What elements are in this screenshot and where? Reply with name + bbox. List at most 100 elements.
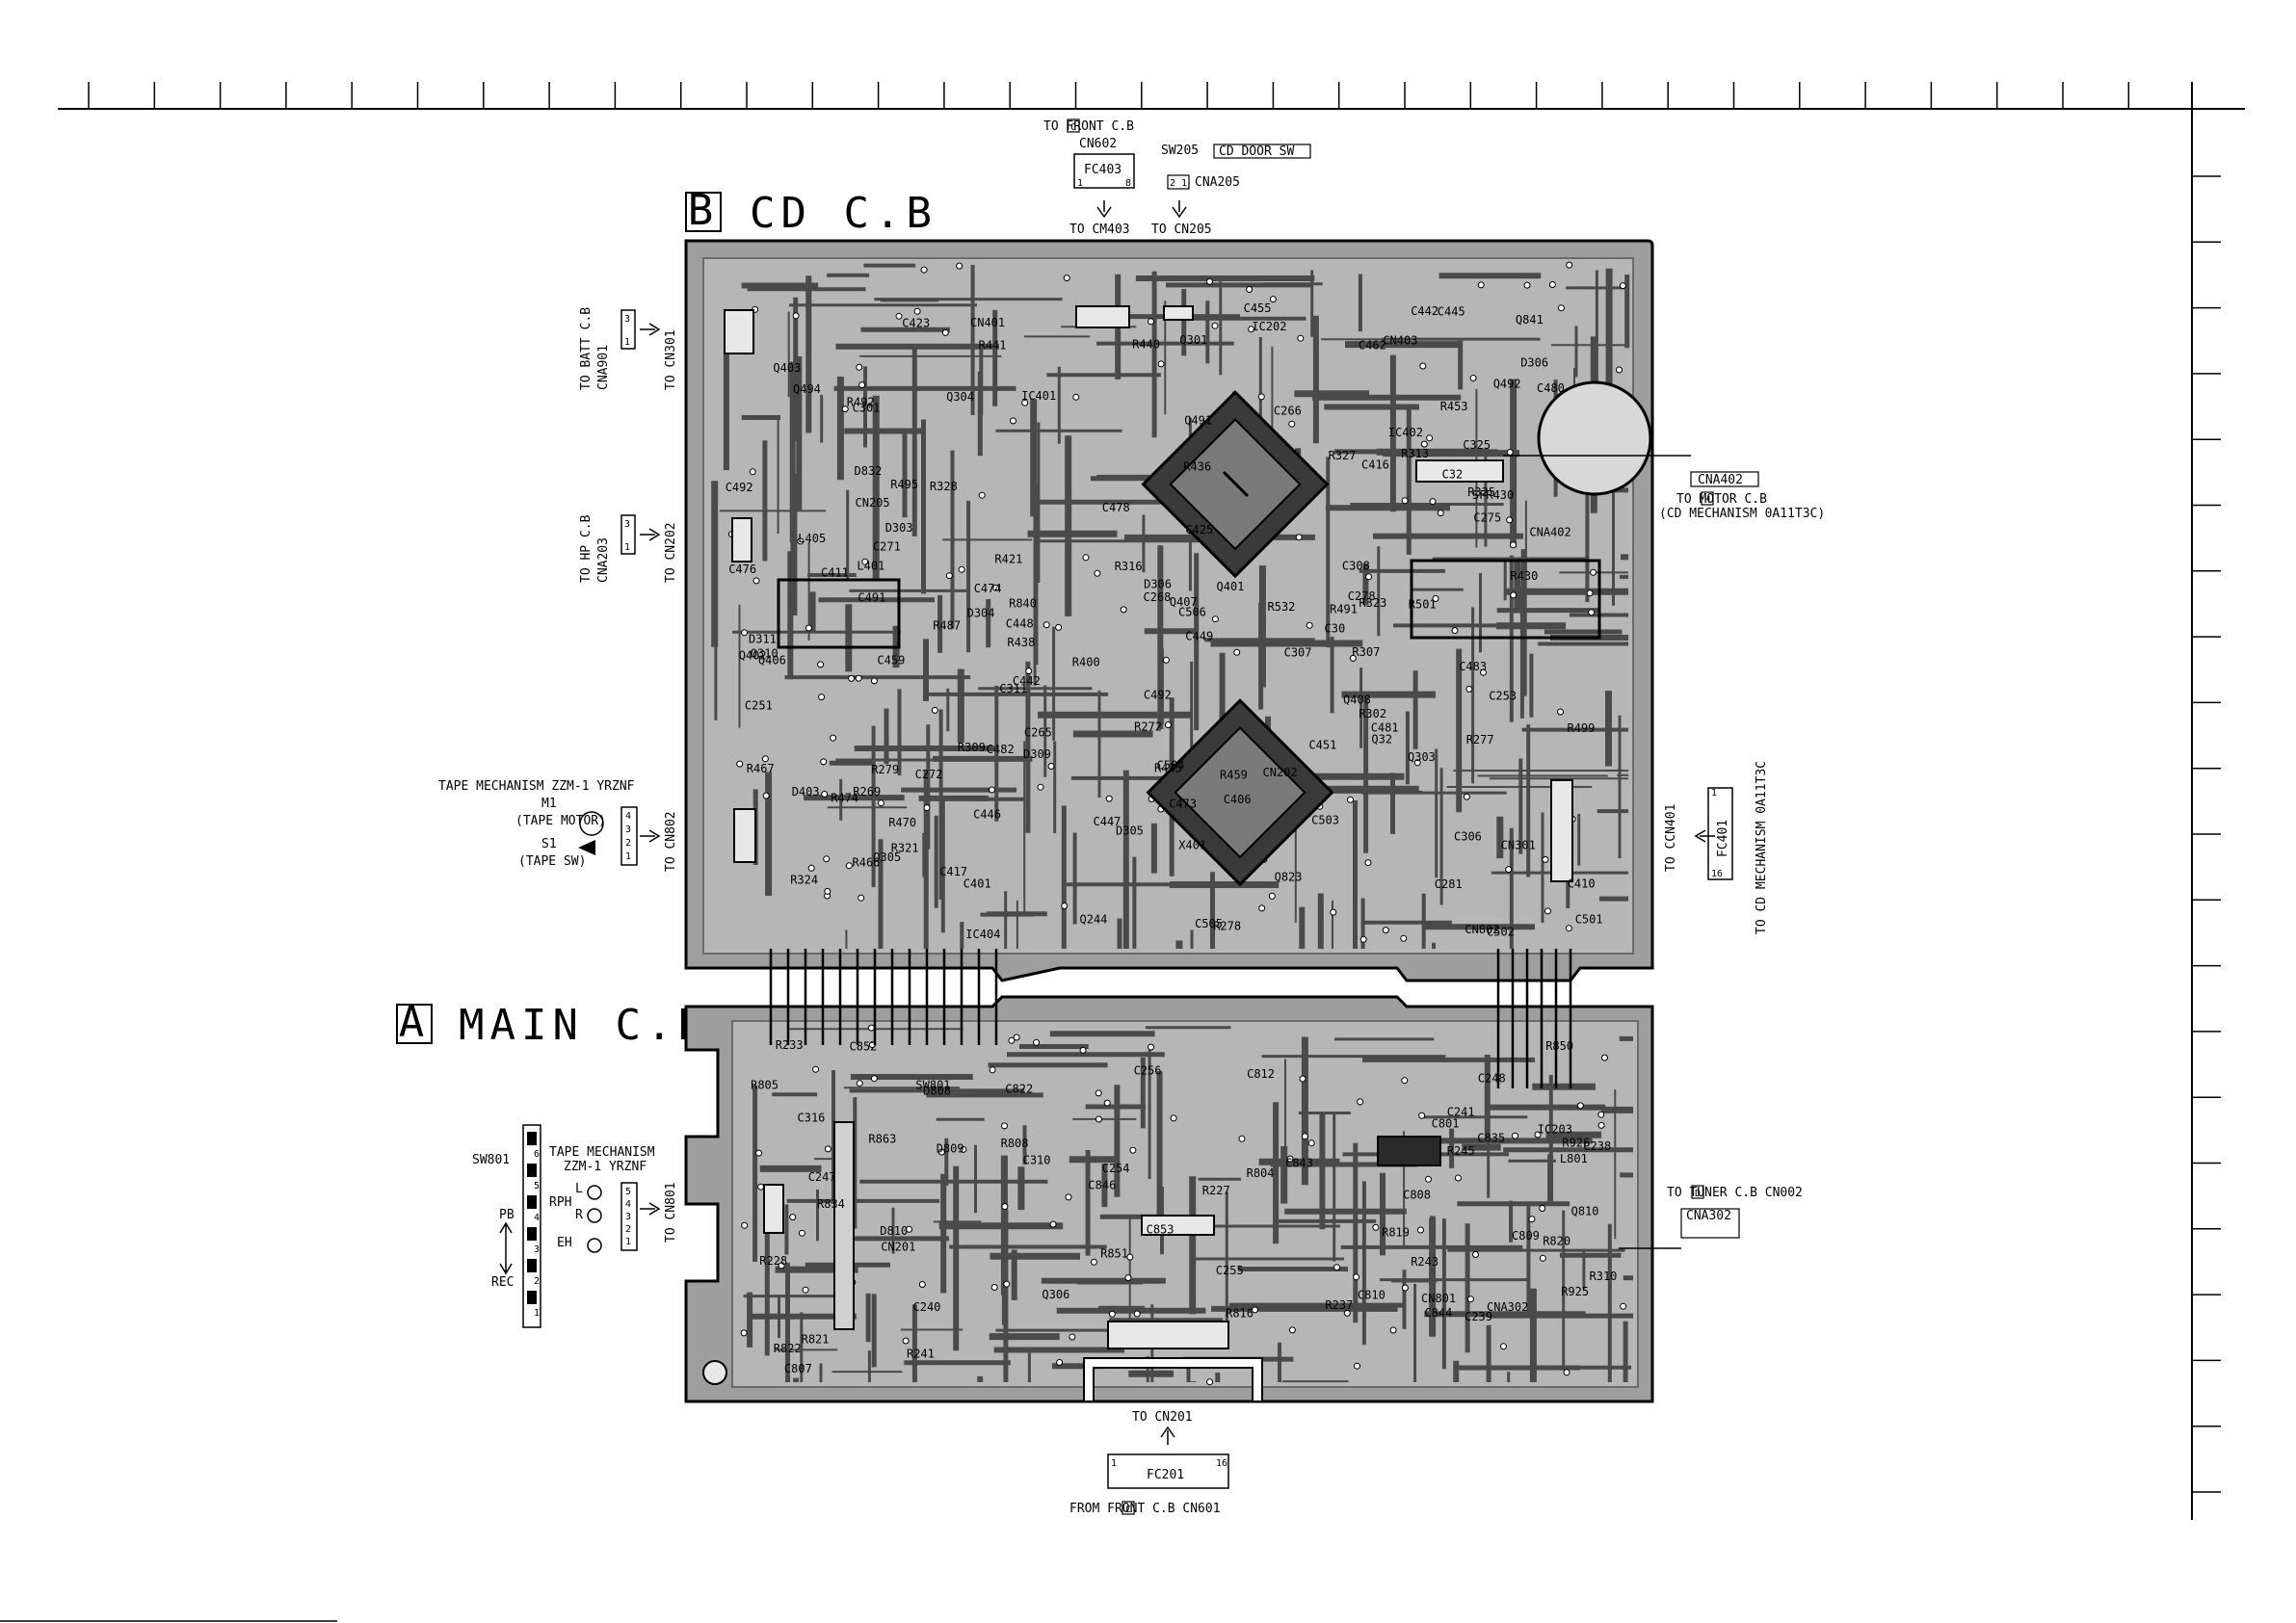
- pcb-pad: [1094, 569, 1101, 577]
- pcb-pad: [1534, 1131, 1542, 1139]
- component-label: R925: [1561, 1285, 1589, 1298]
- to-ccn401-label: TO CCN401: [1664, 804, 1678, 872]
- rph-l-label: L: [575, 1182, 583, 1196]
- rph-r-head-icon: [587, 1208, 602, 1223]
- pcb-pad: [778, 1262, 785, 1270]
- cd-board-title: CD C.B: [750, 189, 937, 238]
- connector-pin-number: 2: [625, 1224, 631, 1235]
- pcb-pad: [1601, 1054, 1608, 1061]
- to-cn201-label: TO CN201: [1132, 1410, 1193, 1425]
- pcb-pad: [1126, 1253, 1134, 1261]
- connector-pin-number: 5: [625, 1187, 631, 1197]
- component-label: C808: [1403, 1188, 1431, 1201]
- pcb-pad: [1095, 1115, 1102, 1123]
- component-label: R491: [1330, 603, 1358, 616]
- pcb-pad: [1330, 908, 1337, 916]
- pcb-pad: [1103, 1099, 1111, 1107]
- cna402-header: [1415, 459, 1504, 483]
- switch-contact: [527, 1132, 537, 1145]
- pcb-pad: [1557, 708, 1564, 716]
- pcb-pad: [1565, 925, 1572, 932]
- pcb-pad: [1401, 1284, 1409, 1292]
- component-label: C504: [1157, 758, 1185, 772]
- pcb-pad: [858, 894, 865, 902]
- component-label: D810: [880, 1224, 908, 1238]
- component-label: C503: [1311, 813, 1339, 826]
- pcb-pad: [1454, 1174, 1462, 1182]
- pcb-pad: [1349, 654, 1357, 662]
- pcb-pad: [1425, 1175, 1432, 1183]
- component-label: X401: [1178, 838, 1206, 851]
- component-label: R436: [1183, 459, 1211, 473]
- component-label: R808: [1001, 1137, 1029, 1150]
- cn201-cutout: [1083, 1357, 1263, 1402]
- pcb-pad: [1620, 1302, 1627, 1310]
- main-board-title: MAIN C.B: [459, 1001, 709, 1050]
- pcb-pad: [1055, 623, 1063, 631]
- pcb-pad: [1364, 859, 1372, 867]
- bottom-connector-group: TO CN201 FC201 1 16 FROM FRONT C.B CN601…: [1069, 1410, 1229, 1516]
- component-label: C442: [1013, 674, 1041, 688]
- component-label: C492: [726, 481, 753, 494]
- to-batt-cb-label: TO BATT C.B: [579, 307, 594, 390]
- main-board-traces: [740, 1024, 1633, 1386]
- left-connector-tape: TAPE MECHANISM ZZM-1 YRZNF M1 (TAPE MOTO…: [438, 779, 678, 872]
- cna302-box: [1680, 1208, 1740, 1239]
- ic401-qfp: [1141, 390, 1330, 579]
- component-label: R430: [1510, 569, 1538, 583]
- pcb-pad: [1164, 721, 1172, 729]
- component-label: R324: [790, 873, 818, 886]
- fc201-label: FC201: [1147, 1468, 1184, 1482]
- fc201-pin1: 1: [1111, 1458, 1117, 1469]
- ic203-chip: [1377, 1136, 1441, 1166]
- component-label: R805: [751, 1079, 779, 1092]
- component-label: SFR430: [1472, 488, 1514, 502]
- component-label: R227: [1202, 1184, 1230, 1197]
- pcb-pad: [736, 760, 744, 768]
- pcb-pad: [824, 887, 831, 895]
- pcb-pad: [1162, 656, 1170, 664]
- cn201-header: [1107, 1321, 1229, 1349]
- connector-pin-number: 3: [534, 1244, 540, 1255]
- ic404-outline: [1410, 559, 1601, 640]
- component-label: C410: [1568, 877, 1596, 891]
- component-label: Q492: [1493, 377, 1521, 390]
- component-label: C809: [1512, 1229, 1540, 1243]
- component-label: C442: [1411, 304, 1438, 318]
- component-label: C505: [1195, 917, 1223, 930]
- component-label: Q406: [758, 654, 786, 668]
- component-label: C425: [1185, 523, 1213, 537]
- cd-board-letter: B: [688, 186, 720, 235]
- component-label: C268: [1144, 590, 1172, 604]
- component-label: C239: [1465, 1310, 1492, 1323]
- component-label: D306: [1520, 356, 1548, 370]
- fc403-arrow-icon: [1096, 200, 1112, 219]
- pcb-pad: [1354, 1362, 1360, 1370]
- component-label: C275: [1473, 511, 1501, 525]
- component-label: CNA402: [1529, 526, 1570, 539]
- pcb-pad: [958, 565, 965, 573]
- component-label: D303: [885, 521, 913, 535]
- sw801-label: SW801: [472, 1153, 510, 1167]
- from-front-cb-label: FROM FRONT C.B CN601: [1069, 1502, 1221, 1516]
- component-label: Q304: [946, 390, 974, 404]
- cna205-pins: 2 1: [1170, 178, 1187, 189]
- rec-label: REC: [491, 1275, 514, 1290]
- component-label: D305: [1116, 825, 1144, 838]
- connector-pin-number: 4: [625, 811, 631, 822]
- component-label: C451: [1308, 739, 1336, 752]
- pcb-pad: [1307, 1139, 1315, 1147]
- pcb-pad: [1588, 609, 1596, 616]
- component-label: R421: [994, 553, 1022, 566]
- pcb-pad: [741, 1221, 749, 1229]
- pcb-pad: [861, 558, 869, 565]
- pcb-pad: [858, 381, 866, 389]
- pcb-pad: [1539, 1205, 1546, 1212]
- component-label: C446: [973, 808, 1001, 822]
- pcb-pad: [807, 864, 815, 872]
- pcb-pad: [855, 674, 862, 682]
- to-cn205-label: TO CN205: [1151, 223, 1212, 237]
- fc401-pin1: 1: [1711, 788, 1717, 798]
- pcb-pad: [1033, 1038, 1041, 1046]
- hp-pin1: 1: [624, 542, 630, 553]
